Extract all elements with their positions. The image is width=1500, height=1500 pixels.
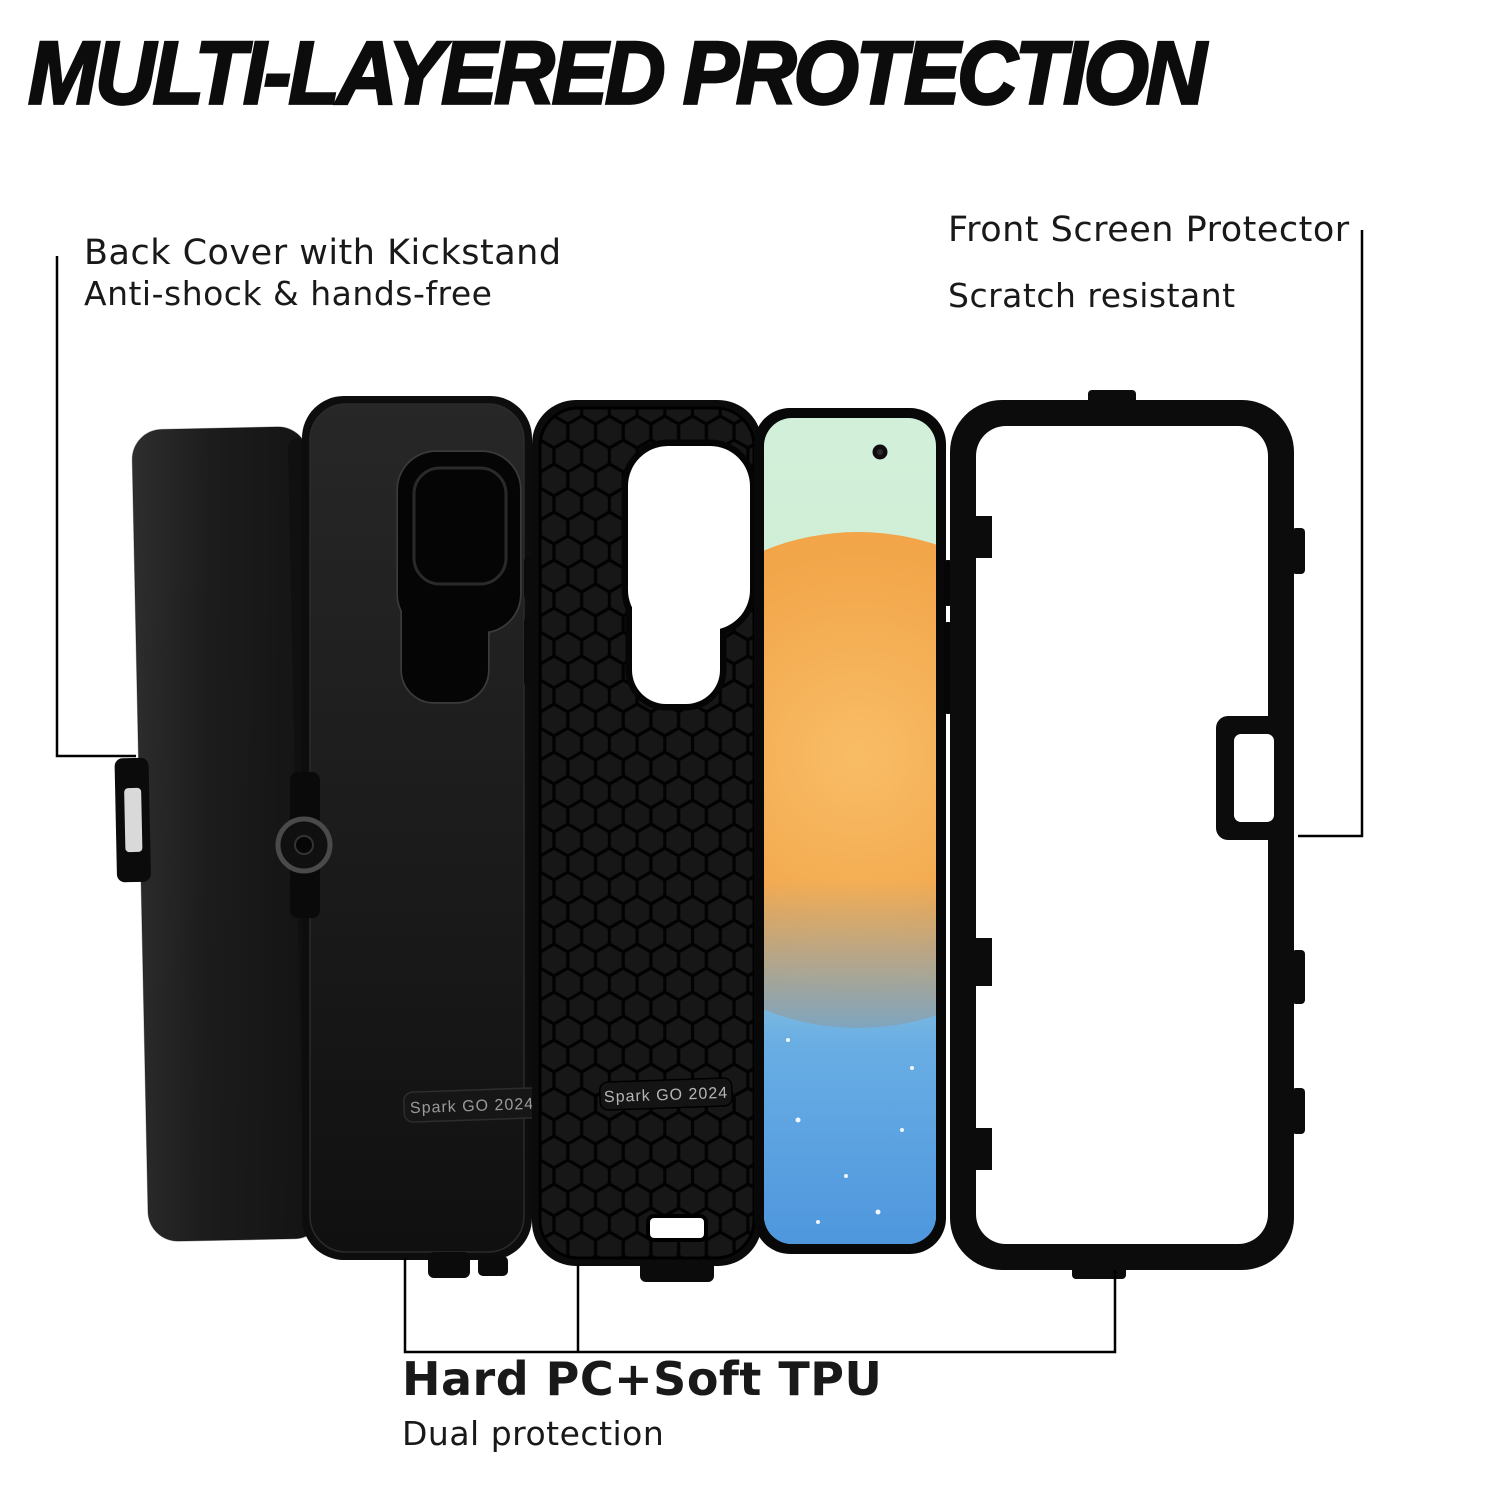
hard-pc-layer: Spark GO 2024: [275, 396, 541, 1278]
engraving-plaque: Spark GO 2024: [599, 1077, 733, 1111]
camera-hole: [621, 439, 757, 711]
dual-protection-leader-line: [403, 1258, 1117, 1354]
dual-protection-label: Hard PC+Soft TPU Dual protection: [402, 1352, 882, 1453]
phone: [754, 408, 952, 1254]
front-protector-label: Front Screen Protector Scratch resistant: [948, 210, 1350, 315]
camera-cutout: [396, 450, 522, 704]
kickstand-clip: [114, 757, 151, 883]
frame-kickstand-clip: [1216, 716, 1292, 840]
page-title: MULTI-LAYERED PROTECTION: [27, 22, 1208, 123]
ring-emblem: [275, 816, 333, 874]
engraving-plaque: Spark GO 2024: [403, 1087, 541, 1123]
soft-tpu-layer: Spark GO 2024: [524, 400, 762, 1282]
back-cover-leader-line: [55, 256, 136, 758]
punch-hole-camera: [872, 444, 888, 460]
back-cover-label-line1: Back Cover with Kickstand: [84, 233, 562, 273]
dual-protection-label-line1: Hard PC+Soft TPU: [402, 1352, 883, 1406]
front-protector-label-line2: Scratch resistant: [948, 276, 1236, 315]
dual-protection-label-line2: Dual protection: [402, 1414, 665, 1453]
front-protector-leader-line: [1298, 230, 1364, 838]
phone-screen: [764, 418, 936, 1244]
front-protector-label-line1: Front Screen Protector: [948, 210, 1350, 250]
back-cover-label: Back Cover with Kickstand Anti-shock & h…: [84, 232, 562, 314]
engraving-text: Spark GO 2024: [410, 1096, 535, 1117]
back-cover-label-line2: Anti-shock & hands-free: [84, 274, 493, 313]
engraving-text: Spark GO 2024: [604, 1085, 729, 1106]
front-frame-layer: [950, 390, 1305, 1279]
